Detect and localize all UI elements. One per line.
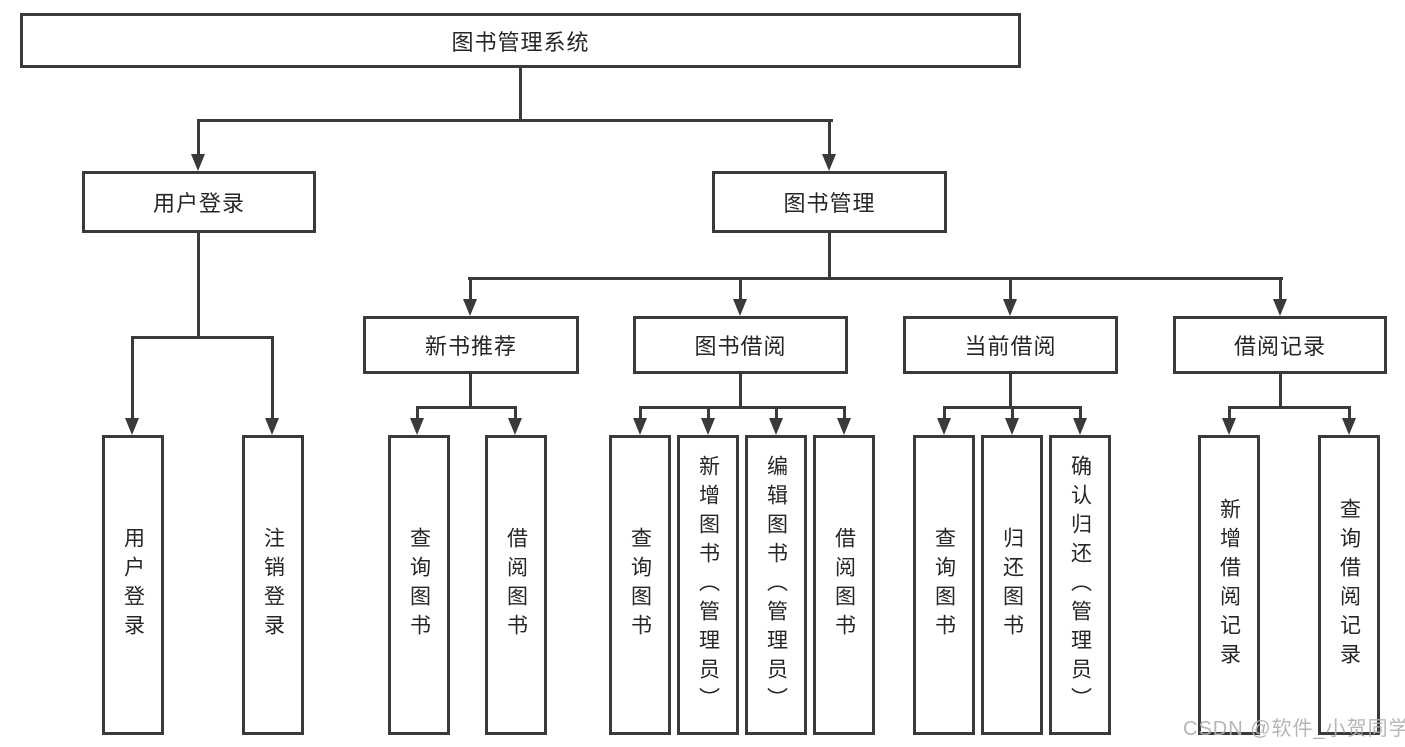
node-label: 注销登录	[261, 527, 285, 643]
leaf-return-books: 归还图书	[981, 435, 1043, 735]
node-label: 当前借阅	[964, 334, 1057, 359]
node-new-book-recommendation: 新书推荐	[363, 316, 579, 374]
connector-line	[197, 119, 200, 155]
leaf-query-borrow-record: 查询借阅记录	[1318, 435, 1380, 735]
connector-line	[271, 336, 274, 419]
leaf-edit-books-admin: 编辑图书（管理员）	[745, 435, 807, 735]
connector-line	[1228, 406, 1351, 409]
connector-line	[197, 233, 200, 337]
node-label: 新书推荐	[424, 334, 517, 359]
node-label: 查询图书	[932, 527, 956, 643]
leaf-query-books-borrowing: 查询图书	[609, 435, 671, 735]
node-label: 编辑图书（管理员）	[764, 454, 788, 716]
connector-line	[707, 406, 710, 420]
connector-line	[1009, 374, 1012, 406]
node-label: 归还图书	[1000, 527, 1024, 643]
connector-line	[469, 374, 472, 406]
connector-line	[469, 277, 472, 300]
connector-line	[775, 406, 778, 420]
arrow-down-icon	[1273, 299, 1287, 316]
connector-line	[639, 406, 642, 420]
leaf-user-login: 用户登录	[102, 435, 164, 735]
node-label: 确认归还（管理员）	[1068, 454, 1092, 716]
arrow-down-icon	[769, 418, 783, 435]
arrow-down-icon	[1003, 299, 1017, 316]
connector-line	[739, 277, 742, 300]
node-book-management: 图书管理	[712, 171, 947, 233]
node-label: 借阅记录	[1233, 334, 1326, 359]
node-user-login: 用户登录	[82, 171, 316, 233]
connector-line	[1228, 406, 1231, 420]
connector-line	[1279, 374, 1282, 406]
arrow-down-icon	[701, 418, 715, 435]
connector-line	[1279, 277, 1282, 300]
leaf-query-books-current: 查询图书	[913, 435, 975, 735]
connector-line	[943, 406, 946, 420]
connector-line	[739, 374, 742, 406]
node-book-borrowing: 图书借阅	[633, 316, 848, 374]
leaf-borrow-books-borrowing: 借阅图书	[813, 435, 875, 735]
connector-line	[131, 336, 134, 419]
leaf-confirm-return-admin: 确认归还（管理员）	[1049, 435, 1111, 735]
node-current-borrowing: 当前借阅	[903, 316, 1118, 374]
node-label: 图书管理	[783, 191, 876, 216]
node-label: 借阅图书	[504, 527, 528, 643]
node-label: 用户登录	[121, 527, 145, 643]
connector-line	[197, 119, 833, 122]
connector-line	[1348, 406, 1351, 420]
arrow-down-icon	[265, 418, 279, 435]
node-label: 用户登录	[152, 191, 245, 216]
connector-line	[519, 68, 522, 120]
arrow-down-icon	[733, 299, 747, 316]
arrow-down-icon	[937, 418, 951, 435]
connector-line	[639, 406, 846, 409]
arrow-down-icon	[410, 418, 424, 435]
connector-line	[131, 336, 274, 339]
node-label: 查询图书	[407, 527, 431, 643]
arrow-down-icon	[1222, 418, 1236, 435]
arrow-down-icon	[633, 418, 647, 435]
watermark: CSDN @软件_小贺同学	[1183, 718, 1405, 740]
node-label: 新增图书（管理员）	[696, 454, 720, 716]
connector-line	[468, 277, 1283, 280]
arrow-down-icon	[1005, 418, 1019, 435]
node-borrowing-records: 借阅记录	[1173, 316, 1387, 374]
leaf-add-borrow-record: 新增借阅记录	[1198, 435, 1260, 735]
leaf-query-books-recommend: 查询图书	[388, 435, 450, 735]
node-label: 新增借阅记录	[1217, 498, 1241, 672]
leaf-logout: 注销登录	[242, 435, 304, 735]
node-label: 查询图书	[628, 527, 652, 643]
node-library-management-system: 图书管理系统	[20, 13, 1021, 68]
connector-line	[843, 406, 846, 420]
connector-line	[1079, 406, 1082, 420]
arrow-down-icon	[125, 418, 139, 435]
arrow-down-icon	[837, 418, 851, 435]
arrow-down-icon	[1342, 418, 1356, 435]
connector-line	[1009, 277, 1012, 300]
arrow-down-icon	[822, 154, 836, 171]
node-label: 图书借阅	[694, 334, 787, 359]
connector-line	[1011, 406, 1014, 420]
arrow-down-icon	[463, 299, 477, 316]
node-label: 图书管理系统	[451, 29, 590, 55]
connector-line	[416, 406, 517, 409]
connector-line	[828, 119, 831, 155]
connector-line	[514, 406, 517, 420]
connector-line	[828, 233, 831, 278]
node-label: 查询借阅记录	[1337, 498, 1361, 672]
leaf-add-books-admin: 新增图书（管理员）	[677, 435, 739, 735]
arrow-down-icon	[191, 154, 205, 171]
arrow-down-icon	[508, 418, 522, 435]
leaf-borrow-books-recommend: 借阅图书	[485, 435, 547, 735]
node-label: 借阅图书	[832, 527, 856, 643]
connector-line	[416, 406, 419, 420]
arrow-down-icon	[1073, 418, 1087, 435]
